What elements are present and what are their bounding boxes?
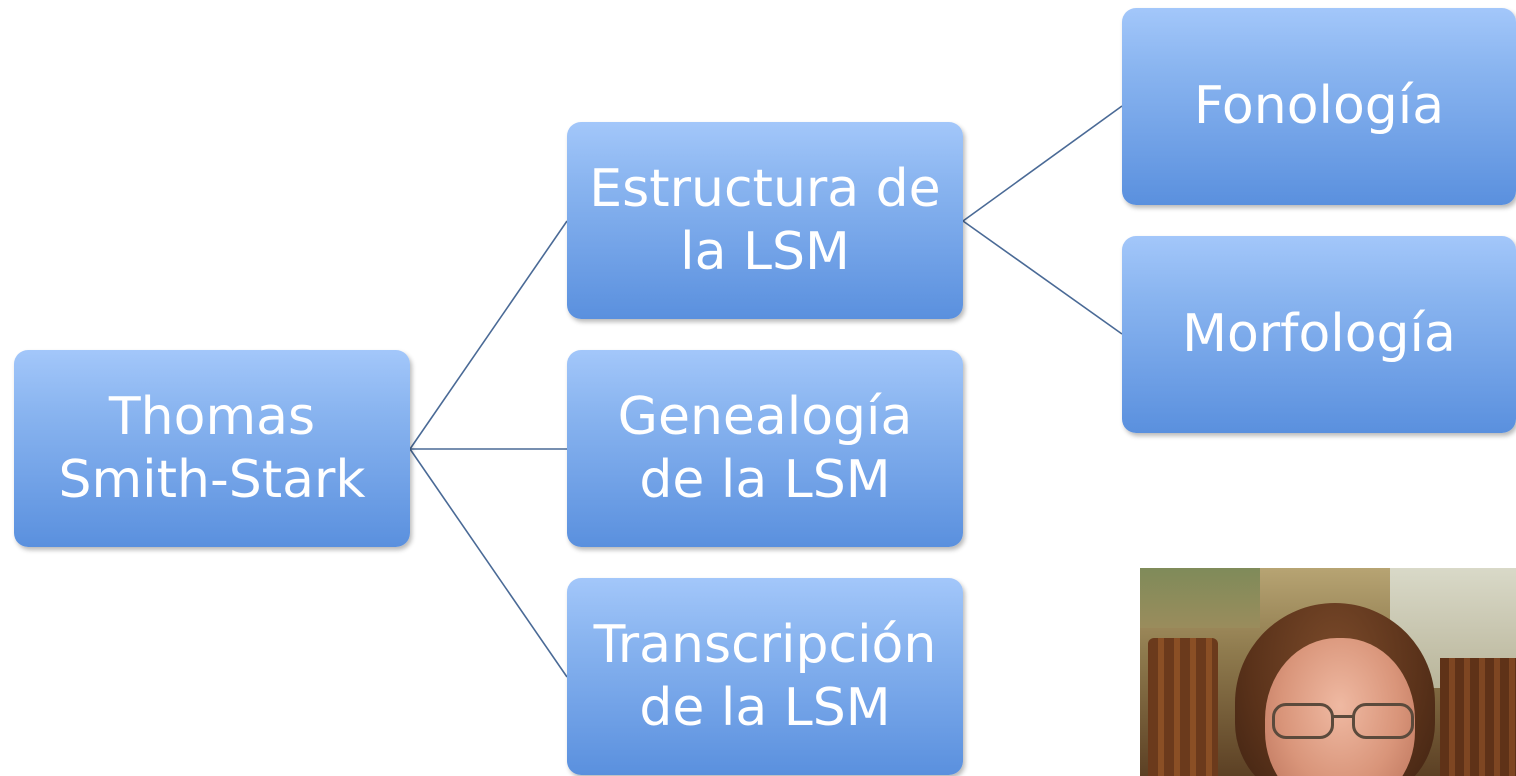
connector-estructura-fonologia xyxy=(962,105,1123,222)
node-label: Morfología xyxy=(1182,304,1456,365)
node-label-line2: de la LSM xyxy=(639,449,891,510)
node-label-line2: Smith-Stark xyxy=(58,449,366,510)
node-thomas-smith-stark: Thomas Smith-Stark xyxy=(14,350,410,547)
node-estructura-de-la-lsm: Estructura de la LSM xyxy=(567,122,963,319)
node-label-line2: de la LSM xyxy=(639,677,891,738)
node-genealogia-de-la-lsm: Genealogía de la LSM xyxy=(567,350,963,547)
node-label-line2: la LSM xyxy=(680,221,850,282)
node-morfologia: Morfología xyxy=(1122,236,1516,433)
node-label-line1: Genealogía xyxy=(617,387,913,448)
node-transcripcion-de-la-lsm: Transcripción de la LSM xyxy=(567,578,963,775)
node-label-line1: Transcripción xyxy=(593,615,937,676)
glasses-icon xyxy=(1260,703,1425,743)
connector-root-estructura xyxy=(409,220,568,450)
portrait-photo xyxy=(1140,568,1516,776)
connector-estructura-morfologia xyxy=(962,220,1123,335)
node-label-line1: Estructura de xyxy=(589,159,941,220)
node-label-line1: Thomas xyxy=(108,387,316,448)
node-label: Fonología xyxy=(1193,76,1445,137)
connector-root-transcripcion xyxy=(409,448,568,678)
node-fonologia: Fonología xyxy=(1122,8,1516,205)
